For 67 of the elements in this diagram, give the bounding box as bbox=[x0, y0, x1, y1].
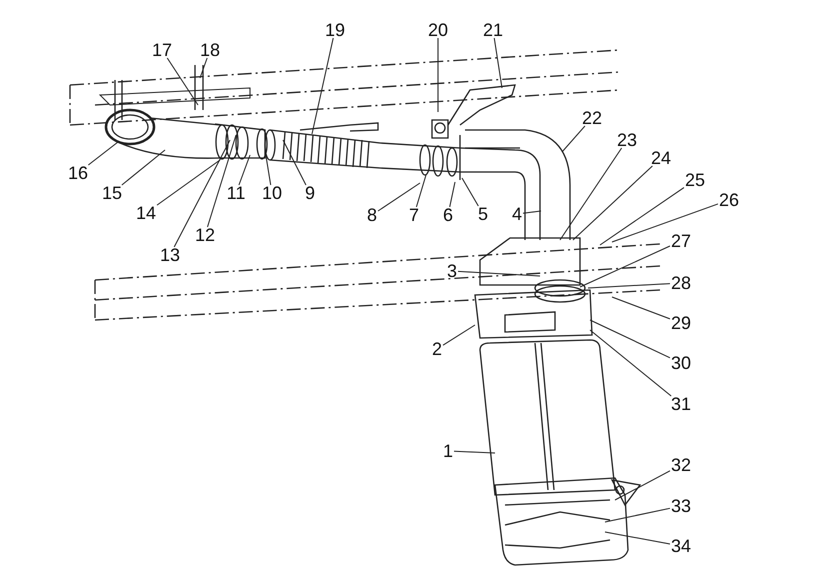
callout-number: 1 bbox=[443, 441, 453, 461]
leader-line bbox=[238, 154, 250, 186]
leader-line bbox=[494, 38, 502, 88]
leader-line bbox=[604, 508, 670, 522]
callout-number: 20 bbox=[428, 20, 448, 40]
callout-number: 5 bbox=[478, 204, 488, 224]
leader-line bbox=[449, 182, 456, 208]
callout-number: 16 bbox=[68, 163, 88, 183]
callout-number: 4 bbox=[512, 204, 522, 224]
leader-line bbox=[560, 148, 622, 240]
leader-line bbox=[614, 470, 670, 500]
leader-line bbox=[264, 150, 272, 186]
callout-number: 14 bbox=[136, 203, 156, 223]
leader-line bbox=[166, 58, 198, 106]
callout-number: 11 bbox=[226, 183, 246, 203]
leader-line bbox=[562, 126, 586, 152]
callout-number: 7 bbox=[409, 205, 419, 225]
leader-line bbox=[590, 320, 670, 358]
leader-line bbox=[458, 270, 540, 276]
leader-line bbox=[572, 166, 653, 240]
callout-number: 8 bbox=[367, 205, 377, 225]
leader-line bbox=[88, 142, 118, 166]
callout-number: 17 bbox=[152, 40, 172, 60]
leader-line bbox=[612, 296, 670, 320]
callout-number: 31 bbox=[670, 394, 692, 414]
leader-line bbox=[454, 450, 496, 454]
callout-number: 10 bbox=[262, 183, 282, 203]
callout-number: 6 bbox=[443, 205, 453, 225]
callout-number: 25 bbox=[684, 170, 706, 190]
leader-line bbox=[604, 532, 670, 544]
leader-line bbox=[312, 38, 334, 134]
callout-number: 21 bbox=[482, 20, 504, 40]
leader-line bbox=[522, 210, 542, 214]
callout-number: 22 bbox=[582, 108, 602, 128]
leader-line bbox=[590, 330, 672, 396]
callout-number: 3 bbox=[447, 261, 457, 281]
callout-number: 19 bbox=[324, 20, 346, 40]
callout-number: 26 bbox=[718, 190, 740, 210]
leader-line bbox=[612, 203, 718, 242]
leader-line bbox=[378, 182, 420, 212]
callout-number: 29 bbox=[670, 313, 692, 333]
leader-line bbox=[206, 134, 236, 228]
leader-line bbox=[580, 246, 670, 288]
leader-line bbox=[121, 150, 166, 186]
callout-number: 12 bbox=[194, 225, 216, 245]
leader-line bbox=[462, 178, 479, 206]
callout-number: 27 bbox=[670, 231, 692, 251]
callout-number: 28 bbox=[670, 273, 692, 293]
leader-line bbox=[200, 58, 208, 78]
callout-number: 30 bbox=[670, 353, 692, 373]
leader-line bbox=[416, 174, 426, 208]
leader-line bbox=[156, 160, 220, 206]
callout-number: 2 bbox=[432, 339, 442, 359]
callout-number: 33 bbox=[670, 496, 692, 516]
callout-number: 18 bbox=[200, 40, 220, 60]
callout-number: 32 bbox=[670, 455, 692, 475]
callout-number: 34 bbox=[670, 536, 692, 556]
callout-number: 9 bbox=[305, 183, 315, 203]
leader-line bbox=[442, 324, 476, 346]
leader-line bbox=[600, 187, 684, 246]
callout-number: 13 bbox=[160, 245, 180, 265]
callout-number: 15 bbox=[102, 183, 122, 203]
callout-number: 23 bbox=[616, 130, 638, 150]
callout-number: 24 bbox=[650, 148, 672, 168]
leader-line bbox=[282, 140, 306, 186]
leader-line bbox=[588, 283, 670, 288]
leader-line bbox=[174, 140, 230, 248]
